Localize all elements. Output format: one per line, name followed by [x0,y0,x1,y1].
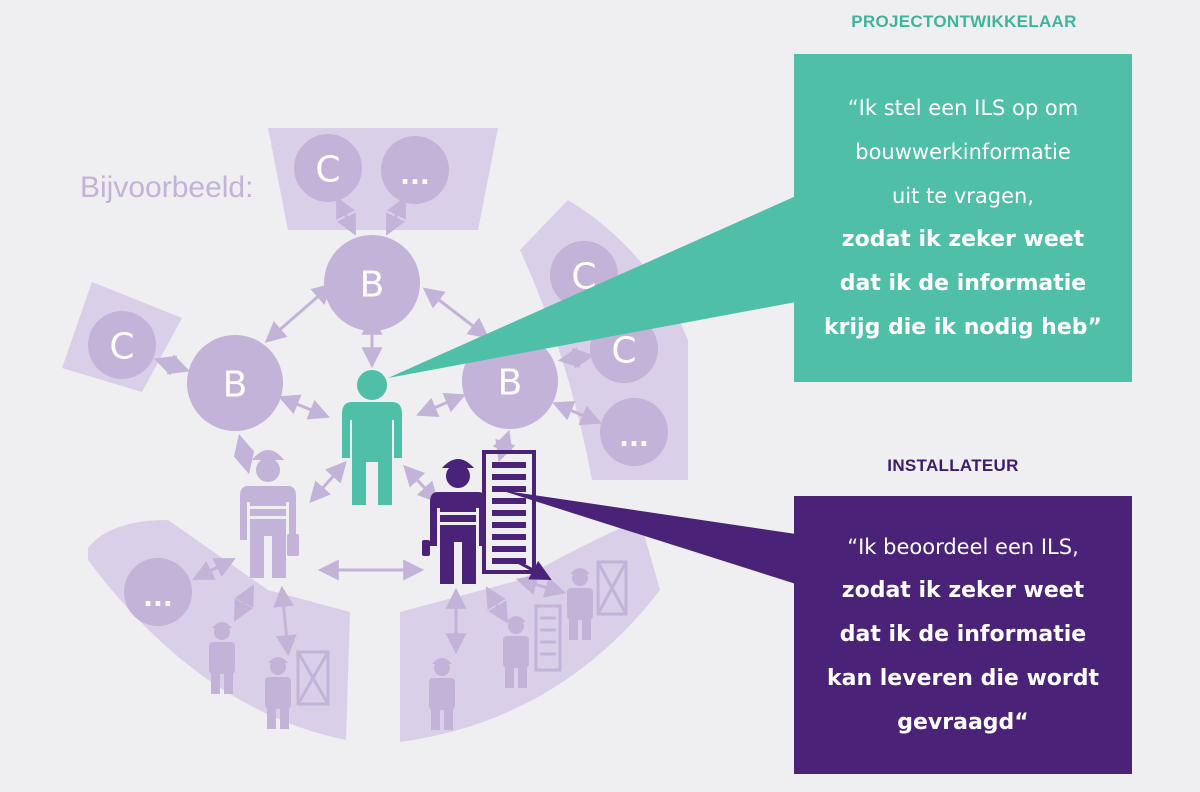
svg-text:C: C [109,327,134,368]
installer-quote-line-5: gevraagd“ [897,710,1029,735]
developer-callout-pointer [388,196,796,378]
node-b-top: B [324,235,420,331]
developer-quote-line-5: dat ik de informatie [839,271,1087,296]
sector-bottom-right [400,520,660,742]
installer-callout-pointer [500,490,796,584]
example-label: Bijvoorbeeld: [80,171,253,204]
node-more-right: ... [600,398,668,466]
developer-quote-line-2: bouwwerkinformatie [855,140,1071,164]
developer-role-title: PROJECTONTWIKKELAAR [851,12,1077,31]
svg-text:C: C [315,150,340,191]
developer-quote-line-6: krijg die ik nodig heb” [824,315,1102,340]
installer-quote-box: “Ik beoordeel een ILS, zodat ik zeker we… [794,496,1132,774]
svg-text:C: C [611,331,636,372]
developer-person-icon [342,370,402,505]
developer-quote-line-3: uit te vragen, [891,184,1035,208]
node-b-left: B [187,335,283,431]
installer-quote-line-1: “Ik beoordeel een ILS, [847,535,1079,559]
developer-quote-line-4: zodat ik zeker weet [841,227,1085,252]
server-rack-icon [482,450,552,580]
installer-vest-stripes [440,512,476,525]
svg-text:...: ... [619,423,649,453]
svg-text:...: ... [400,161,430,191]
worker-left-vest-stripes [250,506,286,519]
small-worker-icons [209,568,593,730]
svg-text:...: ... [143,583,173,613]
installer-worker-icon [422,459,486,584]
installer-quote-line-3: dat ik de informatie [839,622,1087,647]
node-c-top: C [294,134,362,202]
node-more-top: ... [381,136,449,204]
installer-quote-line-2: zodat ik zeker weet [841,578,1085,603]
node-c-left: C [88,311,156,379]
svg-text:B: B [360,265,385,306]
svg-text:B: B [498,363,523,404]
installer-role-title: INSTALLATEUR [887,456,1019,475]
scaffold-icons [296,560,628,706]
node-more-bottom-left: ... [124,558,192,626]
developer-quote-box: “Ik stel een ILS op om bouwwerkinformati… [794,54,1132,382]
svg-text:B: B [223,365,248,406]
developer-quote-line-1: “Ik stel een ILS op om [847,96,1079,120]
installer-quote-line-4: kan leveren die wordt [826,666,1100,691]
